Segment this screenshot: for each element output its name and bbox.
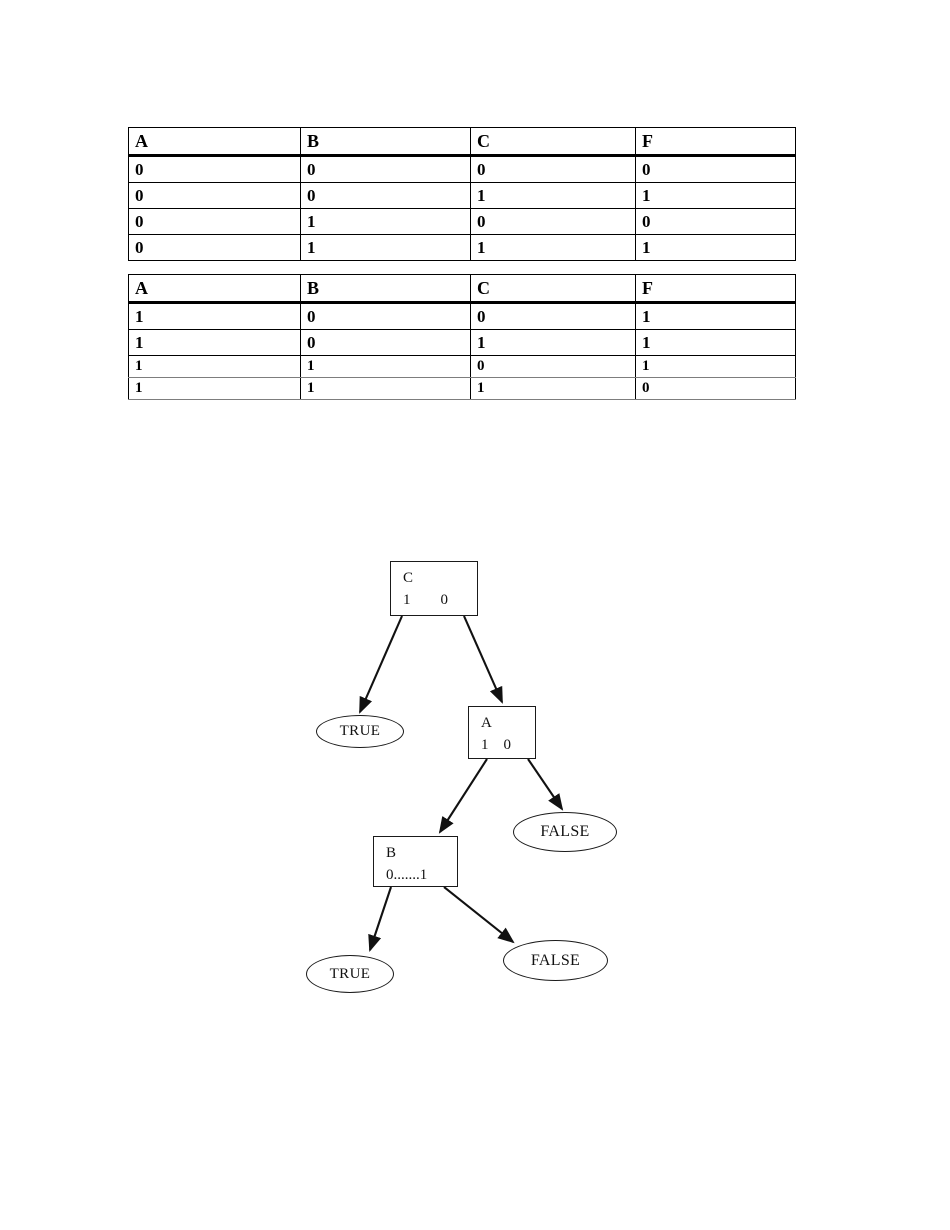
cell-f: 0 [635,208,796,235]
cell-f: 0 [635,377,796,400]
cell-c: 0 [470,155,636,183]
table-row: 0 0 1 1 [128,182,796,209]
cell-f: 1 [635,182,796,209]
table-header-row: A B C F [128,127,796,157]
cell-b: 1 [300,234,471,261]
column-header-b: B [300,274,471,304]
cell-c: 0 [470,355,636,378]
cell-f: 1 [635,302,796,330]
table-row: 0 0 0 0 [128,155,796,183]
tree-node-a-branches: 1 0 [481,736,511,753]
table-row: 1 1 0 1 [128,355,796,378]
edge-c-to-true [359,615,403,714]
truth-table-a-low: A B C F 0 0 0 0 0 0 1 1 0 1 0 0 0 1 1 1 [128,127,796,261]
cell-f: 1 [635,329,796,356]
table-row: 1 1 1 0 [128,377,796,400]
table-row: 1 0 0 1 [128,302,796,330]
edge-a-to-b [438,758,488,834]
cell-c: 1 [470,182,636,209]
column-header-a: A [128,127,301,157]
cell-c: 0 [470,302,636,330]
cell-f: 1 [635,234,796,261]
cell-a: 0 [128,182,301,209]
edge-c-to-a [463,615,503,704]
cell-c: 0 [470,208,636,235]
column-header-c: C [470,127,636,157]
tree-node-c-branches: 1 0 [403,591,448,608]
cell-b: 1 [300,208,471,235]
column-header-f: F [635,127,796,157]
column-header-a: A [128,274,301,304]
column-header-f: F [635,274,796,304]
tree-node-c[interactable]: C 1 0 [390,561,478,616]
table-row: 0 1 0 0 [128,208,796,235]
cell-b: 0 [300,329,471,356]
cell-a: 1 [128,355,301,378]
table-row: 0 1 1 1 [128,234,796,261]
cell-a: 1 [128,329,301,356]
tree-leaf-true-bottom[interactable]: TRUE [306,955,394,993]
edge-b-to-true [368,886,392,952]
tree-node-c-variable: C [403,570,414,586]
cell-c: 1 [470,234,636,261]
tree-node-a[interactable]: A 1 0 [468,706,536,759]
cell-b: 0 [300,302,471,330]
cell-a: 1 [128,377,301,400]
tree-node-b-branches: 0.......1 [386,866,428,883]
tree-node-b[interactable]: B 0.......1 [373,836,458,887]
cell-b: 1 [300,377,471,400]
edge-a-to-false [527,758,564,811]
column-header-b: B [300,127,471,157]
cell-b: 0 [300,155,471,183]
cell-b: 0 [300,182,471,209]
cell-f: 0 [635,155,796,183]
column-header-c: C [470,274,636,304]
tree-node-a-variable: A [481,715,492,731]
cell-a: 1 [128,302,301,330]
cell-b: 1 [300,355,471,378]
tree-leaf-false-mid[interactable]: FALSE [513,812,617,852]
cell-c: 1 [470,377,636,400]
tree-leaf-false-bottom[interactable]: FALSE [503,940,608,981]
edge-b-to-false [443,886,515,944]
cell-a: 0 [128,155,301,183]
cell-f: 1 [635,355,796,378]
cell-a: 0 [128,234,301,261]
truth-table-a-high: A B C F 1 0 0 1 1 0 1 1 1 1 0 1 1 1 1 0 [128,274,796,400]
table-row: 1 0 1 1 [128,329,796,356]
cell-c: 1 [470,329,636,356]
tree-leaf-true-top[interactable]: TRUE [316,715,404,748]
cell-a: 0 [128,208,301,235]
tree-node-b-variable: B [386,845,397,861]
table-header-row: A B C F [128,274,796,304]
